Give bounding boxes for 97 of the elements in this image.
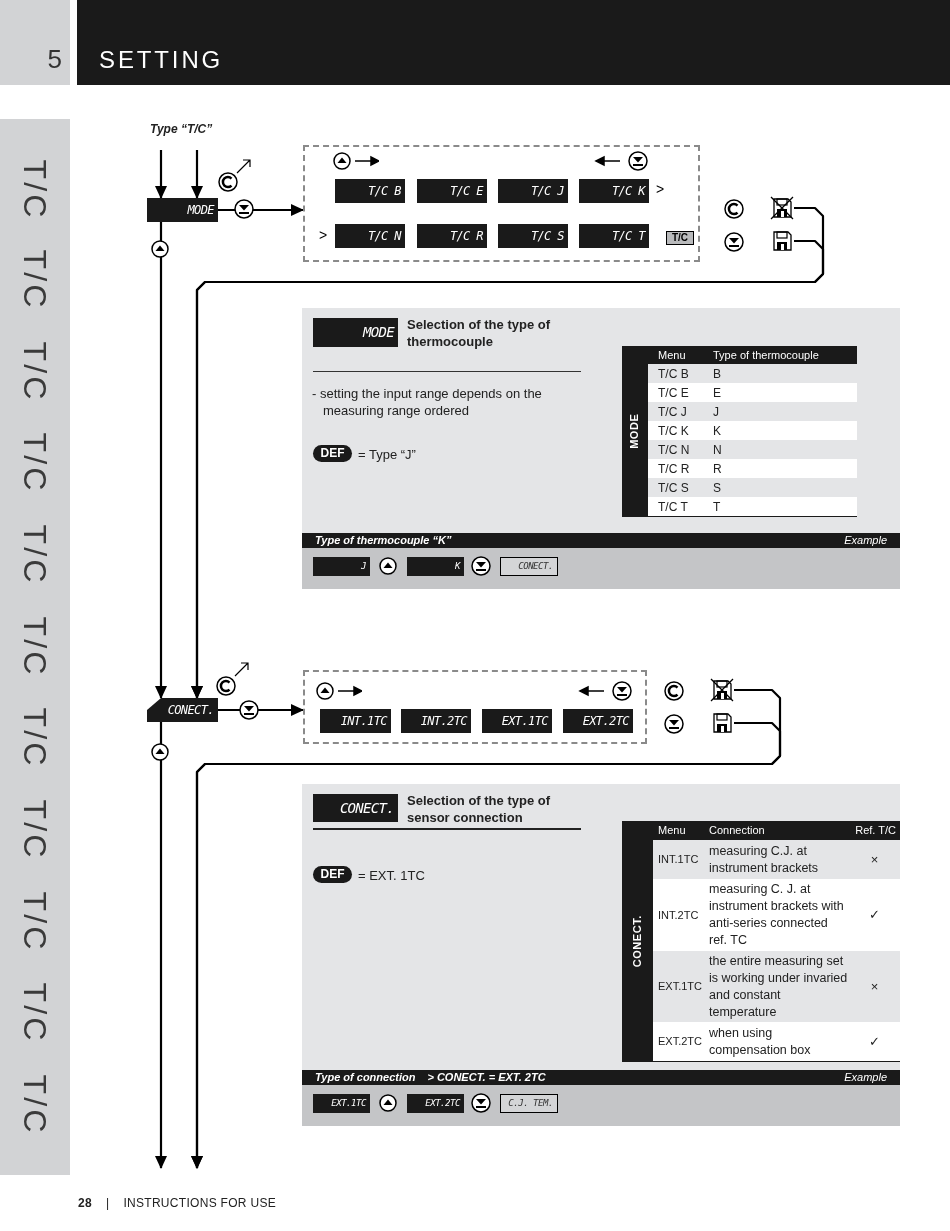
display-readout: T/C B <box>335 179 405 203</box>
chapter-number: 5 <box>47 43 62 76</box>
page-number: 28 <box>78 1195 92 1212</box>
crossed-floppy-disk-icon <box>770 196 794 220</box>
column-heading: Ref. T/C <box>854 823 897 839</box>
reference-mark: × <box>869 977 880 996</box>
side-tab-text: T/C <box>16 706 54 770</box>
display-readout: EXT.1TC <box>313 1094 370 1113</box>
flow-arrow <box>155 150 167 199</box>
menu-option-text: T/C B <box>657 365 690 383</box>
thermocouple-type-text: R <box>713 460 722 478</box>
menu-option-text: T/C E <box>657 384 690 402</box>
display-readout: T/C T <box>579 224 649 248</box>
menu-option-text: T/C K <box>657 422 690 440</box>
display-readout: MODE <box>313 318 398 347</box>
dashed-group-box <box>303 145 700 262</box>
display-readout: EXT.2TC <box>407 1094 464 1113</box>
continuation-mark: > <box>319 226 328 245</box>
section-heading: Selection of the type of sensor connection <box>407 792 551 826</box>
menu-option-text: T/C R <box>657 460 691 478</box>
menu-option-text: T/C N <box>657 441 691 459</box>
display-readout: MODE <box>147 198 218 222</box>
side-tab-text: T/C <box>16 431 54 495</box>
side-tab-text: T/C <box>16 248 54 312</box>
table-side-heading: MODE <box>627 413 642 449</box>
display-readout: C.J. TEM. <box>500 1094 558 1113</box>
display-readout: CONECT. <box>313 794 398 822</box>
menu-option-text: T/C S <box>657 479 690 497</box>
display-readout: CONECT. <box>500 557 558 576</box>
display-readout: CONECT. <box>147 698 218 722</box>
crossed-floppy-disk-icon <box>710 678 734 702</box>
display-readout: T/C K <box>579 179 649 203</box>
footer-text: INSTRUCTIONS FOR USE <box>123 1195 277 1212</box>
reference-mark: × <box>869 850 880 869</box>
separator-text: | <box>105 1195 110 1212</box>
input-type-badge: T/C <box>666 231 694 245</box>
side-tab-text: T/C <box>16 890 54 954</box>
example-title: > CONECT. = EXT. 2TC <box>427 1070 546 1086</box>
dashed-group-box <box>303 670 647 744</box>
display-readout: EXT.2TC <box>563 709 633 733</box>
thermocouple-type-text: S <box>713 479 721 497</box>
display-readout: INT.1TC <box>320 709 391 733</box>
continuation-mark: > <box>656 180 665 199</box>
column-heading: Type of thermocouple <box>713 347 819 363</box>
display-readout: EXT.1TC <box>482 709 552 733</box>
side-tab-text: T/C <box>16 798 54 862</box>
flow-arrow <box>155 722 167 1169</box>
side-tab-text: T/C <box>16 615 54 679</box>
thermocouple-type-text: T <box>713 498 721 516</box>
flow-arrow <box>218 204 304 216</box>
thermocouple-type-text: B <box>713 365 721 383</box>
reference-mark: ✓ <box>868 1032 881 1051</box>
note-text: - setting the input range depends on the measuring range ordered <box>312 385 543 419</box>
example-title: Type of thermocouple “K” <box>315 533 452 549</box>
thermocouple-type-text: N <box>713 441 722 459</box>
side-tab-text: T/C <box>16 158 54 222</box>
display-readout: T/C J <box>498 179 568 203</box>
thermocouple-type-text: E <box>713 384 721 402</box>
example-title: Type of connection <box>315 1070 416 1086</box>
menu-option-text: T/C T <box>657 498 689 516</box>
display-readout: INT.2TC <box>401 709 471 733</box>
example-tag: Example <box>844 1069 887 1086</box>
display-readout: T/C E <box>417 179 487 203</box>
table-side-heading: CONECT. <box>630 914 645 968</box>
display-readout: T/C S <box>498 224 568 248</box>
menu-option-text: EXT.2TC <box>657 1034 703 1050</box>
default-badge: DEF <box>313 866 352 883</box>
default-value-text: = EXT. 1TC <box>358 867 425 885</box>
menu-option-text: INT.1TC <box>657 852 700 868</box>
thermocouple-type-text: K <box>713 422 721 440</box>
menu-option-text: INT.2TC <box>657 907 700 923</box>
flow-arrow <box>191 150 203 199</box>
section-heading: Selection of the type of thermocouple <box>407 316 551 350</box>
side-tab-text: T/C <box>16 523 54 587</box>
reference-mark: ✓ <box>868 906 881 925</box>
display-readout: J <box>313 557 370 576</box>
column-heading: Connection <box>709 823 766 839</box>
default-value-text: = Type “J” <box>358 446 416 464</box>
column-heading: Menu <box>657 823 687 839</box>
display-readout: T/C N <box>335 224 405 248</box>
connection-description: measuring C.J. at instrument brackets <box>709 842 820 877</box>
menu-option-text: T/C J <box>657 403 688 421</box>
flow-arrow <box>155 222 167 699</box>
column-heading: Menu <box>657 347 687 363</box>
side-tab-text: T/C <box>16 340 54 404</box>
default-badge: DEF <box>313 445 352 462</box>
side-tab-text: T/C <box>16 1073 54 1137</box>
flow-arrow <box>218 704 304 716</box>
page-title: SETTING <box>99 45 224 75</box>
display-readout: K <box>407 557 464 576</box>
input-type-caption: Type “T/C” <box>150 121 213 138</box>
thermocouple-type-text: J <box>713 403 719 421</box>
example-tag: Example <box>844 532 887 549</box>
side-tab-text: T/C <box>16 981 54 1045</box>
display-readout: T/C R <box>417 224 487 248</box>
menu-option-text: EXT.1TC <box>657 979 703 995</box>
connection-description: when using compensation box <box>709 1024 812 1059</box>
